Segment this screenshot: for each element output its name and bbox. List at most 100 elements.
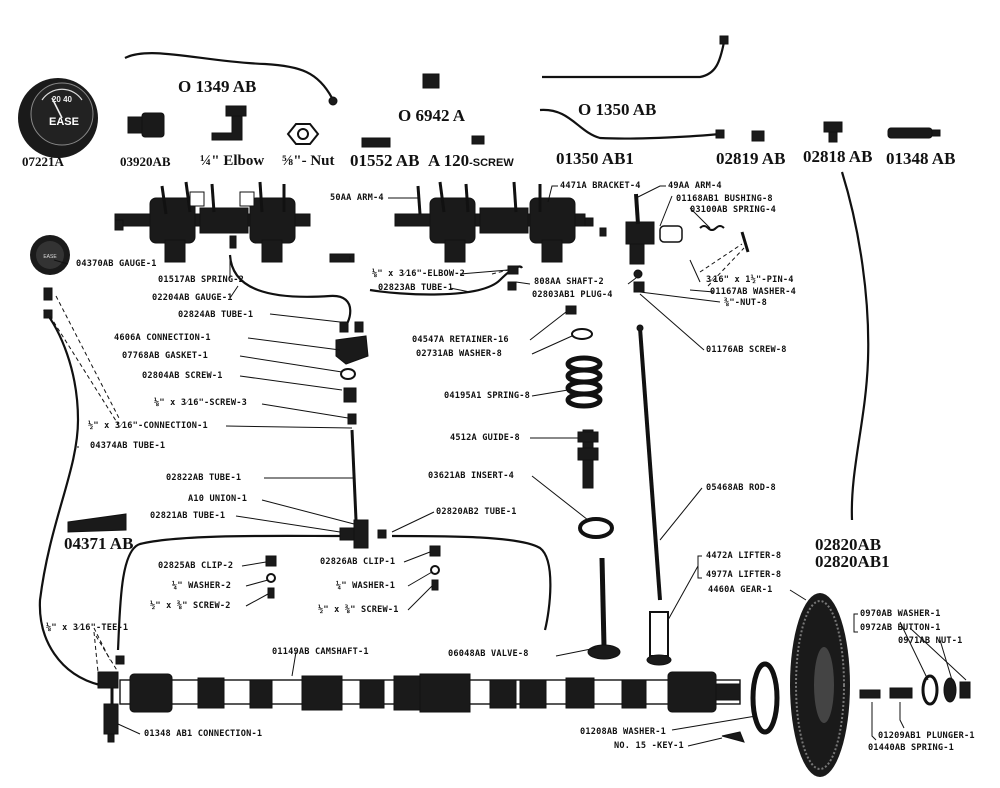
pressure-gauge-07221A: 20 40 EASE [18, 78, 98, 158]
callout: 4471A BRACKET-4 [560, 181, 641, 191]
dashed-leaders [49, 243, 745, 673]
callout: 4606A CONNECTION-1 [114, 333, 211, 343]
plunger-spring-group [859, 687, 913, 699]
label-01350AB1: 01350 AB1 [556, 149, 634, 168]
callout: ⅜"-NUT-8 [724, 298, 767, 308]
gauge-scale-text: 20 40 [52, 95, 73, 104]
tube-O1350AB [542, 41, 726, 79]
callout: 02821AB TUBE-1 [150, 511, 226, 521]
callout: 02803AB1 PLUG-4 [532, 290, 613, 300]
tube-02820AB [840, 171, 870, 521]
callout: 04374AB TUBE-1 [90, 441, 166, 451]
fitting-03920AB [127, 112, 165, 138]
clip-02826AB [429, 545, 441, 591]
callout: A10 UNION-1 [188, 494, 248, 504]
retainer-04547A [565, 305, 593, 340]
gear-4460A [790, 593, 850, 777]
label-03920AB: 03920AB [120, 154, 171, 169]
callout: 02731AB WASHER-8 [416, 349, 502, 359]
callout: 01149AB CAMSHAFT-1 [272, 647, 369, 657]
callout: 04547A RETAINER-16 [412, 335, 509, 345]
camshaft-01149AB [119, 671, 741, 713]
label-A120: A 120-SCREW [428, 152, 514, 169]
clip-02825AB [265, 555, 277, 599]
callout: 01176AB SCREW-8 [706, 345, 787, 355]
tube-O1349AB [124, 52, 333, 99]
callout: 02826AB CLIP-1 [320, 557, 396, 567]
tube-02824AB [228, 254, 352, 331]
spring-04195A1 [565, 355, 603, 409]
rocker-arm-assembly-right [394, 181, 594, 263]
callout: 3⁄16" x 1½"-PIN-4 [706, 275, 794, 285]
washer-button-nut-group [921, 674, 971, 706]
connection-01348AB [887, 127, 941, 139]
callout: 01167AB WASHER-4 [710, 287, 796, 297]
label-A120-screw: -SCREW [469, 157, 514, 169]
rod-05468AB [636, 324, 662, 601]
key-no15 [721, 731, 745, 743]
tee-01348AB1 [97, 655, 125, 743]
callout: 01348 AB1 CONNECTION-1 [144, 729, 263, 739]
callout: 02820AB2 TUBE-1 [436, 507, 517, 517]
callout: 4977A LIFTER-8 [706, 570, 782, 580]
tube-02822AB [350, 429, 358, 521]
label-O1349AB: O 1349 AB [178, 77, 257, 96]
label-A120-number: A 120 [428, 151, 470, 170]
label-elbow: ¼" Elbow [200, 153, 265, 169]
small-gauge-04370AB: EASE [30, 235, 70, 275]
tube-02821AB [116, 534, 341, 651]
lifter-4472A [646, 611, 672, 666]
callout: 01440AB SPRING-1 [868, 743, 954, 753]
connection-4606A [335, 321, 369, 425]
callout: ¼" WASHER-2 [172, 581, 232, 591]
guide-4512A [577, 429, 599, 489]
callout: 4512A GUIDE-8 [450, 433, 520, 443]
callout: ½" x ⅜" SCREW-1 [318, 605, 399, 615]
callout: 02824AB TUBE-1 [178, 310, 254, 320]
callout: 4472A LIFTER-8 [706, 551, 782, 561]
valve-06048AB [587, 557, 621, 660]
tube-04374AB [38, 309, 101, 687]
rocker-arm-assembly-left [114, 181, 311, 263]
washer-01208AB [750, 661, 780, 735]
label-01348AB: 01348 AB [886, 149, 956, 168]
plug-O6942A [422, 73, 440, 89]
callout: 02822AB TUBE-1 [166, 473, 242, 483]
fitting-02819AB [751, 130, 765, 142]
rocker-arm-49AA [599, 193, 750, 293]
callout: 0971AB NUT-1 [898, 636, 963, 646]
label-02819AB: 02819 AB [716, 149, 786, 168]
elbow-quarter-inch [211, 105, 247, 141]
callout: 03100AB SPRING-4 [690, 205, 776, 215]
label-02818AB: 02818 AB [803, 147, 873, 166]
nut-five-eighths [286, 123, 320, 145]
callout: 04195A1 SPRING-8 [444, 391, 530, 401]
label-07221A: 07221A [22, 154, 64, 169]
callout: 01168AB1 BUSHING-8 [676, 194, 773, 204]
label-02820AB: 02820AB [815, 535, 882, 554]
label-O1350AB: O 1350 AB [578, 100, 657, 119]
tee-02818AB [823, 121, 843, 143]
callout: 0972AB BUTTON-1 [860, 623, 941, 633]
callout: ⅛" x 3⁄16"-TEE-1 [46, 623, 129, 633]
callout: 07768AB GASKET-1 [122, 351, 208, 361]
label-04371AB: 04371 AB [64, 534, 134, 553]
tube-02820AB2 [391, 534, 552, 631]
callout: 01208AB WASHER-1 [580, 727, 666, 737]
label-02820AB1: 02820AB1 [815, 552, 890, 571]
fitting-01552AB [361, 137, 391, 148]
callout: 02825AB CLIP-2 [158, 561, 234, 571]
callout: 06048AB VALVE-8 [448, 649, 529, 659]
label-01552AB: 01552 AB [350, 151, 420, 170]
callout: 01209AB1 PLUNGER-1 [878, 731, 975, 741]
callout: 04370AB GAUGE-1 [76, 259, 157, 269]
callout: 02823AB TUBE-1 [378, 283, 454, 293]
callout: 02804AB SCREW-1 [142, 371, 223, 381]
callout: 02204AB GAUGE-1 [152, 293, 233, 303]
tube-01350AB1 [539, 108, 721, 140]
callout: 0970AB WASHER-1 [860, 609, 941, 619]
callout: NO. 15 -KEY-1 [614, 741, 684, 751]
callout: 808AA SHAFT-2 [534, 277, 604, 287]
